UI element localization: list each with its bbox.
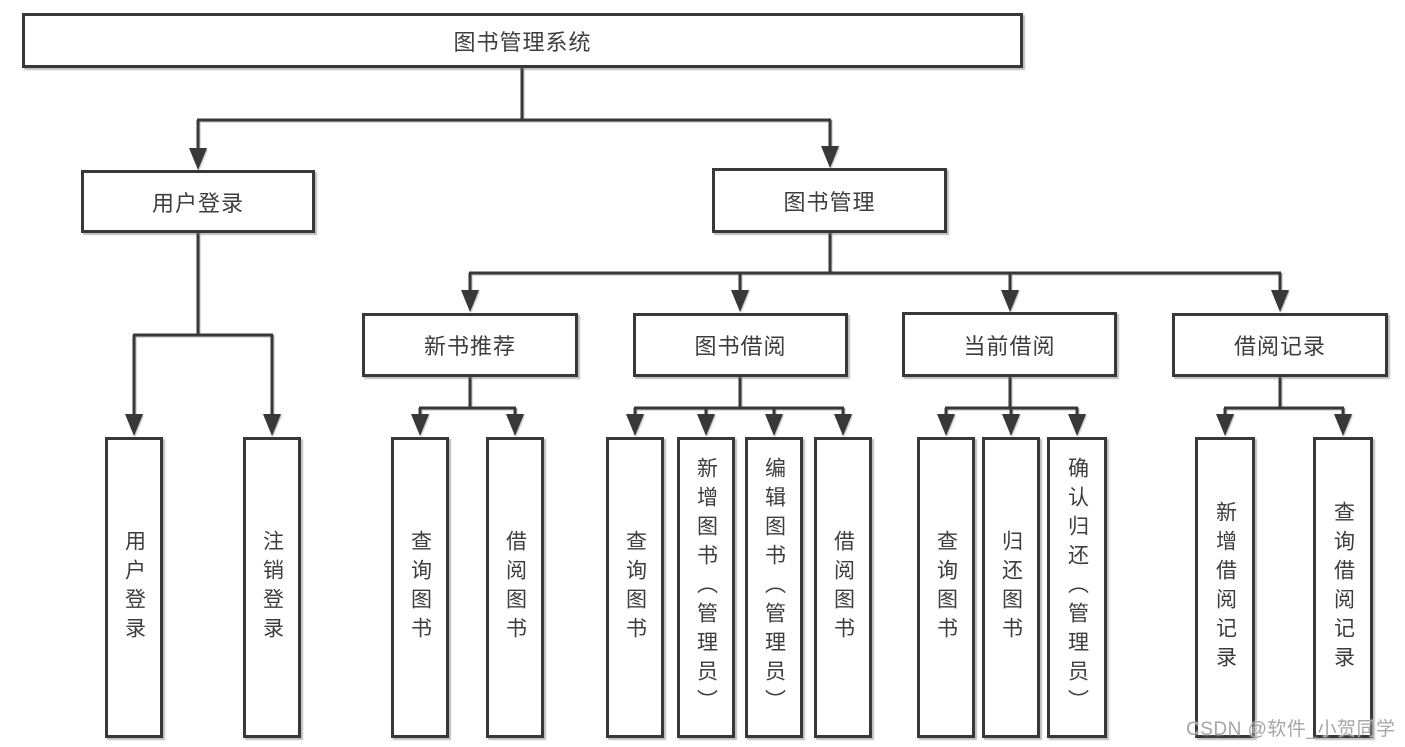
arrowhead: [697, 414, 715, 436]
arrowhead: [626, 414, 644, 436]
node-leaf-query-books-2-label: 查询图书: [623, 529, 647, 646]
arrowhead: [1334, 414, 1352, 436]
node-leaf-borrow-books-2-label: 借阅图书: [831, 529, 855, 646]
node-leaf-edit-books-admin: 编辑图书（管理员）: [745, 437, 803, 738]
node-leaf-edit-books-admin-label: 编辑图书（管理员）: [762, 457, 786, 718]
arrowhead: [1271, 290, 1289, 312]
csdn-watermark: CSDN @软件_小贺同学: [1186, 719, 1396, 740]
arrowhead: [821, 146, 839, 168]
arrowhead: [263, 414, 281, 436]
node-leaf-return-books-label: 归还图书: [999, 529, 1023, 646]
node-leaf-borrow-books-1-label: 借阅图书: [503, 529, 527, 646]
node-borrowing-records-label: 借阅记录: [1233, 334, 1326, 359]
node-leaf-add-books-admin: 新增图书（管理员）: [677, 437, 735, 738]
node-new-book-recommend: 新书推荐: [362, 313, 578, 377]
arrowhead: [834, 414, 852, 436]
arrowhead: [125, 414, 143, 436]
arrowhead: [765, 414, 783, 436]
node-leaf-borrow-books-1: 借阅图书: [486, 437, 544, 738]
connector-user-login-children: [132, 233, 274, 416]
node-root-label: 图书管理系统: [453, 29, 592, 55]
node-book-borrowing-label: 图书借阅: [694, 334, 787, 359]
node-leaf-query-books-3-label: 查询图书: [934, 529, 958, 646]
arrowheads: [125, 146, 1352, 436]
node-leaf-confirm-return-admin-label: 确认归还（管理员）: [1065, 457, 1089, 718]
node-current-borrowing-label: 当前借阅: [963, 333, 1056, 359]
node-leaf-add-books-admin-label: 新增图书（管理员）: [694, 457, 718, 718]
connector-book-mgmt-to-level3: [468, 233, 1282, 292]
arrowhead: [461, 290, 479, 312]
node-user-login: 用户登录: [81, 170, 315, 233]
node-leaf-add-borrow-record: 新增借阅记录: [1195, 437, 1255, 738]
node-leaf-query-borrow-record: 查询借阅记录: [1313, 437, 1373, 738]
connector-strokes: [132, 68, 1345, 416]
arrowhead: [1068, 414, 1086, 436]
connector-borrow-records-children: [1223, 377, 1345, 416]
node-user-login-label: 用户登录: [151, 190, 244, 216]
node-book-borrowing: 图书借阅: [633, 313, 848, 377]
node-book-management-label: 图书管理: [783, 189, 876, 215]
node-leaf-user-login-label: 用户登录: [122, 529, 146, 646]
node-leaf-logout-label: 注销登录: [260, 529, 284, 646]
node-borrowing-records: 借阅记录: [1172, 313, 1388, 377]
arrowhead: [1216, 414, 1234, 436]
node-leaf-user-login: 用户登录: [105, 437, 163, 738]
arrowhead: [506, 414, 524, 436]
arrowhead: [189, 148, 207, 170]
node-leaf-query-books-1: 查询图书: [391, 437, 449, 738]
connector-root-to-level2: [196, 68, 832, 150]
arrowhead: [731, 290, 749, 312]
node-current-borrowing: 当前借阅: [902, 312, 1117, 377]
node-leaf-query-borrow-record-label: 查询借阅记录: [1331, 500, 1355, 675]
connector-new-book-children: [418, 377, 517, 416]
connector-current-borrow-children: [944, 377, 1079, 416]
connector-book-borrow-children: [633, 377, 845, 416]
node-book-management: 图书管理: [712, 168, 947, 233]
node-leaf-query-books-3: 查询图书: [917, 437, 975, 738]
arrowhead: [411, 414, 429, 436]
node-leaf-add-borrow-record-label: 新增借阅记录: [1213, 500, 1237, 675]
arrowhead: [1001, 290, 1019, 312]
node-new-book-recommend-label: 新书推荐: [423, 334, 516, 359]
node-leaf-confirm-return-admin: 确认归还（管理员）: [1047, 437, 1107, 738]
node-leaf-borrow-books-2: 借阅图书: [814, 437, 872, 738]
node-leaf-return-books: 归还图书: [982, 437, 1040, 738]
arrowhead: [937, 414, 955, 436]
node-leaf-query-books-1-label: 查询图书: [408, 529, 432, 646]
node-root: 图书管理系统: [22, 13, 1023, 68]
node-leaf-logout: 注销登录: [243, 437, 301, 738]
node-leaf-query-books-2: 查询图书: [606, 437, 664, 738]
arrowhead: [1002, 414, 1020, 436]
